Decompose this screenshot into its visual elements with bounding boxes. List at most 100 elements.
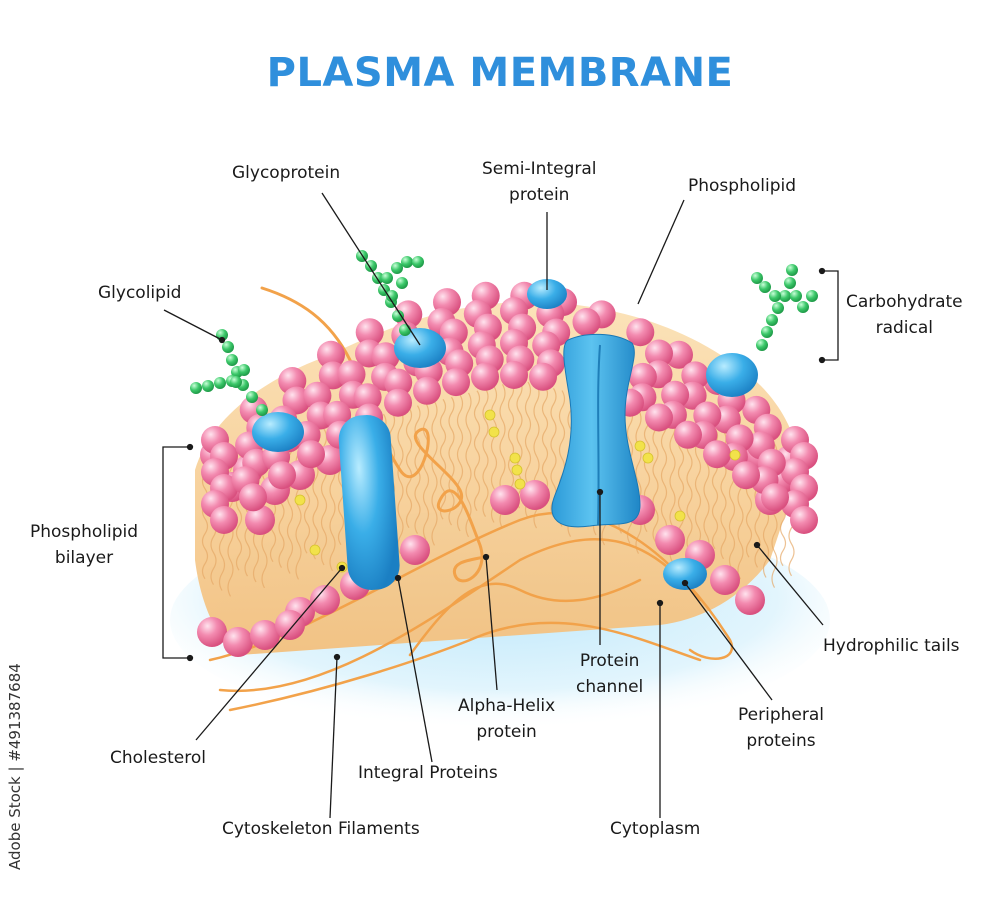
phospholipid-head	[572, 308, 601, 336]
leader-glycoprotein	[321, 192, 421, 346]
cytoskeleton-filament	[218, 538, 702, 693]
stock-watermark-id: Adobe Stock | #491387684	[6, 663, 24, 870]
label-glycoprotein: Glycoprotein	[232, 163, 341, 183]
phospholipid-head	[761, 483, 789, 512]
leader-phospholipid	[637, 199, 685, 305]
phospholipid-head	[353, 383, 382, 412]
lipid-tail	[473, 390, 481, 512]
phospholipid-head	[317, 340, 345, 369]
label-line: radical	[875, 318, 934, 338]
cholesterol-molecule	[511, 464, 523, 476]
carbohydrate-unit	[401, 256, 413, 268]
label-cytoskeleton-filaments: Cytoskeleton Filaments	[222, 819, 420, 839]
label-line: Phospholipid	[30, 522, 139, 542]
phospholipid-head	[442, 368, 470, 397]
cholesterol-molecule	[634, 440, 646, 452]
cytoskeleton-filament	[408, 578, 642, 657]
cytoskeleton-filament	[228, 621, 702, 712]
leader-dot	[656, 599, 664, 607]
carbohydrate-unit	[392, 310, 404, 322]
leader-hydrophilic-tails	[756, 544, 824, 626]
cholesterol-molecule	[309, 544, 321, 556]
carbohydrate-unit	[365, 260, 377, 272]
carbohydrate-unit	[246, 391, 258, 403]
protein-channel-groove	[597, 344, 601, 526]
cholesterol-molecule	[488, 426, 500, 438]
leader-dot	[753, 541, 761, 549]
phospholipid-head	[275, 610, 305, 640]
carbohydrate-unit	[784, 277, 796, 289]
phospholipid-head	[655, 525, 685, 555]
carbohydrate-unit	[381, 272, 393, 284]
carbohydrate-unit	[761, 326, 773, 338]
phospholipid-head	[371, 342, 400, 371]
label-phospholipid: Phospholipid	[688, 176, 797, 196]
lipid-tail	[414, 405, 421, 534]
carbohydrate-unit	[412, 256, 424, 268]
semi-integral-protein-left	[252, 412, 304, 452]
label-line: Peripheral	[738, 705, 824, 725]
label-line: Protein	[579, 651, 640, 671]
leader-dot	[186, 443, 194, 451]
phospholipid-head	[413, 376, 441, 405]
carbohydrate-unit	[256, 404, 268, 416]
leader-alpha-helix	[485, 556, 498, 691]
leader-peripheral	[684, 582, 773, 701]
label-protein-channel: Protein channel	[576, 648, 643, 700]
cholesterol-molecules	[294, 409, 741, 573]
label-line: channel	[576, 677, 644, 697]
label-line: proteins	[746, 731, 816, 751]
carbohydrate-unit	[386, 290, 398, 302]
leader-dot	[394, 574, 402, 582]
lipid-tail	[465, 392, 472, 538]
phospholipid-head	[268, 461, 296, 490]
peripheral-protein	[663, 558, 707, 590]
cholesterol-molecule	[294, 494, 306, 506]
phospholipid-head	[245, 505, 275, 535]
phospholipid-head	[529, 362, 557, 391]
carbohydrate-unit	[391, 262, 403, 274]
semi-integral-protein-right	[706, 353, 758, 397]
phospholipid-head	[735, 585, 765, 615]
carbohydrate-unit	[790, 290, 802, 302]
leader-glycolipid	[163, 309, 223, 341]
phospholipid-head	[665, 340, 693, 369]
glycoprotein-head	[394, 328, 446, 368]
carbohydrate-unit	[759, 281, 771, 293]
lipid-tail	[439, 398, 447, 520]
label-line: protein	[476, 722, 537, 742]
lipid-tail	[295, 435, 302, 580]
carbohydrate-unit	[806, 290, 818, 302]
carbohydrate-unit	[797, 301, 809, 313]
label-line: Alpha-Helix	[458, 696, 556, 716]
cholesterol-molecule	[514, 478, 526, 490]
carbohydrate-unit	[238, 364, 250, 376]
phospholipid-head	[384, 388, 412, 417]
leader-dot	[333, 653, 341, 661]
carbohydrate-unit	[772, 302, 784, 314]
protein-channel	[551, 333, 641, 528]
cholesterol-molecule	[642, 452, 654, 464]
carbohydrate-unit	[399, 324, 411, 336]
label-integral-proteins: Integral Proteins	[358, 763, 498, 783]
carbohydrate-unit	[214, 377, 226, 389]
label-phospholipid-bilayer: Phospholipid bilayer	[30, 519, 138, 571]
lipid-tail	[482, 388, 489, 517]
phospholipid-head	[628, 362, 657, 391]
label-hydrophilic-tails: Hydrophilic tails	[823, 636, 960, 656]
cholesterol-molecule	[729, 449, 741, 461]
phospholipid-head	[471, 362, 499, 391]
phospholipid-head	[355, 318, 384, 347]
phospholipid-head	[239, 483, 267, 512]
label-line: bilayer	[54, 548, 114, 568]
carbohydrate-unit	[786, 264, 798, 276]
cholesterol-molecule	[509, 452, 521, 464]
leader-dot	[482, 553, 490, 561]
lipid-tail	[422, 403, 430, 540]
leader-dot	[818, 356, 826, 364]
label-cholesterol: Cholesterol	[110, 748, 206, 768]
phospholipid-head	[790, 506, 818, 534]
semi-integral-protein	[527, 279, 567, 309]
